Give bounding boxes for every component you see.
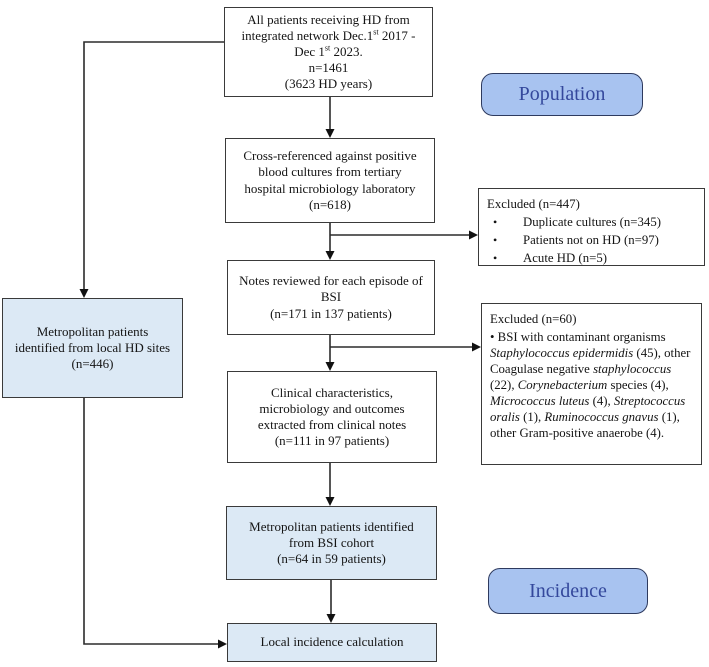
- arrow-crossref-to-notes: [325, 223, 335, 260]
- box-all-patients-text: All patients receiving HD from integrate…: [241, 11, 416, 92]
- box-excluded-447: Excluded (n=447) • Duplicate cultures (n…: [478, 188, 705, 266]
- label-population: Population: [481, 73, 643, 116]
- label-incidence-text: Incidence: [529, 579, 607, 602]
- excluded-447-item-text: Duplicate cultures (n=345): [523, 215, 661, 229]
- arrow-bsi-to-local: [326, 580, 336, 623]
- box-clinical-characteristics: Clinical characteristics, microbiology a…: [227, 371, 437, 463]
- arrow-top-to-crossref: [325, 97, 335, 138]
- box-notes-reviewed-text: Notes reviewed for each episode of BSI (…: [239, 273, 423, 321]
- excluded-447-item-text: Patients not on HD (n=97): [523, 233, 659, 247]
- excluded-447-title: Excluded (n=447): [487, 197, 580, 211]
- box-cross-referenced-text: Cross-referenced against positive blood …: [243, 148, 417, 212]
- arrow-metropolitan-to-local: [83, 398, 227, 649]
- arrow-notes-to-clinical: [325, 335, 335, 371]
- arrow-branch-excluded1: [330, 230, 478, 240]
- bullet-icon: •: [493, 251, 498, 265]
- box-local-incidence-text: Local incidence calculation: [260, 634, 404, 650]
- arrow-branch-excluded2: [330, 342, 481, 352]
- box-local-incidence: Local incidence calculation: [227, 623, 437, 662]
- excluded-60-body: • BSI with contaminant organisms Staphyl…: [490, 330, 691, 440]
- bullet-icon: •: [493, 233, 498, 247]
- bullet-icon: •: [493, 215, 498, 229]
- excluded-447-item-text: Acute HD (n=5): [523, 251, 607, 265]
- excluded-447-item: • Patients not on HD (n=97): [493, 232, 696, 248]
- arrow-clinical-to-bsi: [325, 463, 335, 506]
- box-all-patients: All patients receiving HD from integrate…: [224, 7, 433, 97]
- excluded-447-item: • Acute HD (n=5): [493, 250, 696, 265]
- box-excluded-60: Excluded (n=60) • BSI with contaminant o…: [481, 303, 702, 465]
- box-metropolitan-local: Metropolitan patients identified from lo…: [2, 298, 183, 398]
- arrow-top-to-metropolitan: [79, 41, 224, 298]
- box-clinical-characteristics-text: Clinical characteristics, microbiology a…: [257, 384, 407, 449]
- label-population-text: Population: [518, 83, 606, 105]
- box-metropolitan-bsi-text: Metropolitan patients identified from BS…: [249, 518, 414, 567]
- box-metropolitan-bsi: Metropolitan patients identified from BS…: [226, 506, 437, 580]
- box-notes-reviewed: Notes reviewed for each episode of BSI (…: [227, 260, 435, 335]
- excluded-447-item: • Duplicate cultures (n=345): [493, 214, 696, 230]
- box-cross-referenced: Cross-referenced against positive blood …: [225, 138, 435, 223]
- label-incidence: Incidence: [488, 568, 648, 614]
- excluded-60-title: Excluded (n=60): [490, 312, 577, 326]
- box-metropolitan-local-text: Metropolitan patients identified from lo…: [14, 323, 171, 372]
